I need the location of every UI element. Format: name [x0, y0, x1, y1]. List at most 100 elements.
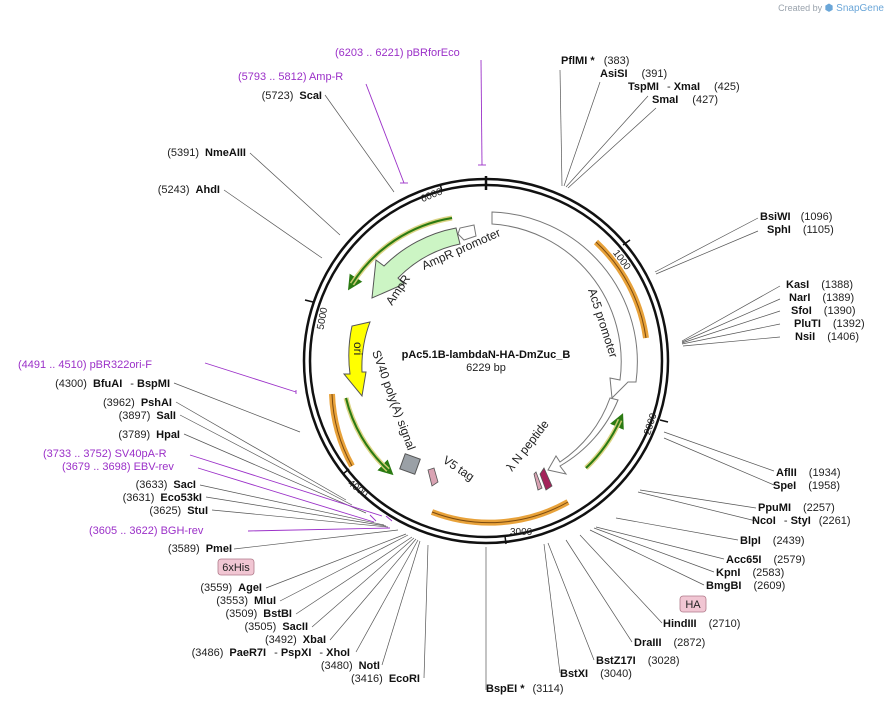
sv40-polya-box	[399, 453, 421, 475]
site-xmai: XmaI	[674, 81, 700, 93]
svg-text:BstZ17I(3028): BstZ17I(3028)	[596, 655, 680, 667]
svg-text:(3480)NotI: (3480)NotI	[321, 660, 380, 672]
primer-labels: (6203 .. 6221) pBRforEco (5793 .. 5812) …	[18, 47, 460, 537]
ha-tag-arrow	[533, 471, 543, 491]
site-bmgbi: BmgBI	[706, 580, 741, 592]
svg-text:(3897)SalI: (3897)SalI	[119, 410, 176, 422]
svg-text:SphI(1105): SphI(1105)	[767, 224, 834, 236]
site-paer7i: PaeR7I	[229, 647, 266, 659]
ac5-promoter-arrow	[491, 211, 638, 400]
svg-text:BsiWI(1096): BsiWI(1096)	[760, 211, 832, 223]
site-asisi: AsiSI	[600, 68, 628, 80]
site-blpi: BlpI	[740, 535, 761, 547]
svg-text:(3553)MluI: (3553)MluI	[216, 595, 276, 607]
site-bstbi: BstBI	[263, 608, 292, 620]
site-stui: StuI	[187, 505, 208, 517]
svg-text:(3589)PmeI: (3589)PmeI	[168, 543, 232, 555]
primer-name-ebv-rev: EBV-rev	[134, 461, 175, 473]
site-eco53ki: Eco53kI	[160, 492, 202, 504]
site-ecori: EcoRI	[389, 673, 420, 685]
site-hpai: HpaI	[156, 429, 180, 441]
site-kpni: KpnI	[716, 567, 740, 579]
site-bstz17i: BstZ17I	[596, 655, 636, 667]
site-styi: StyI	[791, 515, 811, 527]
svg-text:NarI(1389): NarI(1389)	[789, 292, 854, 304]
svg-text:BlpI(2439): BlpI(2439)	[740, 535, 805, 547]
site-xhoi: XhoI	[326, 647, 350, 659]
site-xbai: XbaI	[303, 634, 326, 646]
primer-pos: (3733 .. 3752)	[43, 448, 112, 460]
site-pluti: PluTI	[794, 318, 821, 330]
svg-text:DraIII(2872): DraIII(2872)	[634, 637, 705, 649]
site-saci: SacI	[173, 479, 196, 491]
svg-text:(5391)NmeAIII: (5391)NmeAIII	[167, 147, 246, 159]
ampr-arrow	[371, 227, 461, 299]
orange-arcs-outline	[331, 241, 647, 524]
scale-ticks	[304, 183, 669, 545]
site-pmei: PmeI	[206, 543, 232, 555]
badge-6xhis: 6xHis	[217, 558, 255, 576]
leader-lines	[173, 69, 781, 690]
snapgene-credit: Created by ⬢ SnapGene	[778, 3, 884, 14]
svg-text:(4491 .. 4510) pBR322ori-F: (4491 .. 4510) pBR322ori-F	[18, 359, 152, 371]
svg-text:SmaI(427): SmaI(427)	[652, 94, 718, 106]
site-tspmi: TspMI	[628, 81, 659, 93]
svg-text:BstXI(3040): BstXI(3040)	[560, 668, 632, 680]
svg-text:(3492)XbaI: (3492)XbaI	[265, 634, 326, 646]
sv40-label: SV40 poly(A) signal	[369, 348, 418, 452]
svg-text:(3625)StuI: (3625)StuI	[149, 505, 208, 517]
svg-text:PpuMI(2257): PpuMI(2257)	[758, 502, 835, 514]
site-sfoi: SfoI	[791, 305, 812, 317]
badge-ha-label: HA	[685, 599, 701, 611]
svg-text:(3631)Eco53kI: (3631)Eco53kI	[123, 492, 202, 504]
svg-text:(5793 .. 5812) Amp-R: (5793 .. 5812) Amp-R	[238, 71, 343, 83]
svg-text:(4300)BfuAI- BspMI: (4300)BfuAI- BspMI	[55, 378, 170, 390]
svg-text:(5243)AhdI: (5243)AhdI	[158, 184, 220, 196]
site-pshai: PshAI	[141, 397, 172, 409]
plasmid-size: 6229 bp	[466, 362, 506, 374]
plasmid-name: pAc5.1B-lambdaN-HA-DmZuc_B	[402, 349, 571, 361]
site-pspxi: PspXI	[281, 647, 312, 659]
primer-name-pbrforeco: pBRforEco	[407, 47, 460, 59]
svg-text:(3559)AgeI: (3559)AgeI	[200, 582, 262, 594]
primer-pos: (3679 .. 3698)	[62, 461, 131, 473]
enzyme-labels-left: (3416)EcoRI (3480)NotI (3486)PaeR7I- Psp…	[55, 90, 420, 685]
svg-text:BmgBI(2609): BmgBI(2609)	[706, 580, 785, 592]
svg-text:NsiI(1406): NsiI(1406)	[795, 331, 859, 343]
snapgene-logo: ⬢ SnapGene	[824, 3, 884, 14]
tick-5000: 5000	[316, 306, 331, 330]
site-sphi: SphI	[767, 224, 791, 236]
site-ncoi: NcoI	[752, 515, 776, 527]
svg-text:(3416)EcoRI: (3416)EcoRI	[351, 673, 420, 685]
svg-text:TspMI- XmaI(425): TspMI- XmaI(425)	[628, 81, 740, 93]
svg-text:KasI(1388): KasI(1388)	[786, 279, 853, 291]
svg-text:Acc65I(2579): Acc65I(2579)	[726, 554, 805, 566]
site-draiii: DraIII	[634, 637, 662, 649]
svg-text:(3962)PshAI: (3962)PshAI	[103, 397, 172, 409]
svg-text:(3509)BstBI: (3509)BstBI	[225, 608, 292, 620]
site-pflmi: PflMI *	[561, 55, 595, 67]
primer-pos: (3605 .. 3622)	[89, 525, 158, 537]
v5-tag-label: V5 tag	[440, 453, 477, 484]
badge-ha: HA	[679, 595, 707, 613]
svg-text:PluTI(1392): PluTI(1392)	[794, 318, 865, 330]
lambda-n-label: λ N peptide	[503, 417, 552, 474]
ori-arrow	[342, 321, 371, 398]
primer-name-bgh-rev: BGH-rev	[161, 525, 204, 537]
primer-name-pbr322ori-f: pBR322ori-F	[90, 359, 153, 371]
svg-text:BspEI *(3114): BspEI *(3114)	[486, 683, 564, 695]
svg-text:(3679 .. 3698) EBV-rev: (3679 .. 3698) EBV-rev	[62, 461, 174, 473]
site-nari: NarI	[789, 292, 810, 304]
svg-text:(6203 .. 6221) pBRforEco: (6203 .. 6221) pBRforEco	[335, 47, 460, 59]
orf-arrows-top	[345, 217, 621, 471]
site-sacii: SacII	[282, 621, 308, 633]
credit-brand: SnapGene	[836, 3, 884, 14]
ori-label: ori	[351, 342, 365, 355]
site-bstxi: BstXI	[560, 668, 588, 680]
svg-text:NcoI- StyI(2261): NcoI- StyI(2261)	[752, 515, 851, 527]
site-smai: SmaI	[652, 94, 678, 106]
svg-text:AflII(1934): AflII(1934)	[776, 467, 841, 479]
site-hindiii: HindIII	[663, 618, 697, 630]
site-spei: SpeI	[773, 480, 796, 492]
primer-leaders	[189, 59, 486, 532]
